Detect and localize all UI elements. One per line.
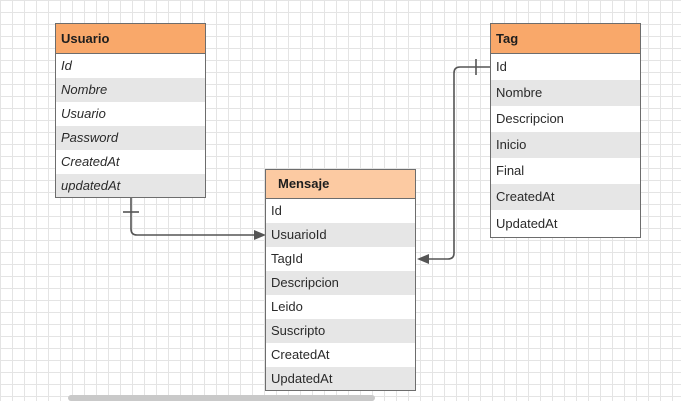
tag-field-inicio: Inicio xyxy=(491,132,640,158)
mensaje-field-suscripto: Suscripto xyxy=(266,319,415,343)
tag-field-nombre: Nombre xyxy=(491,80,640,106)
mensaje-field-leido: Leido xyxy=(271,299,303,314)
entity-mensaje[interactable]: Mensaje Id UsuarioId TagId Descripcion L… xyxy=(265,169,416,391)
usuario-field-password: Password xyxy=(56,126,205,150)
usuario-mensaje-connector xyxy=(130,198,256,236)
tag-field-id: Id xyxy=(496,59,507,74)
tag-field-descripcion: Descripcion xyxy=(496,111,564,126)
entity-usuario-title: Usuario xyxy=(56,24,205,54)
mensaje-field-updatedat: UpdatedAt xyxy=(266,367,415,390)
mensaje-field-createdat: CreatedAt xyxy=(271,347,330,362)
entity-usuario[interactable]: Usuario Id Nombre Usuario Password Creat… xyxy=(55,23,206,198)
tag-mensaje-arrowhead xyxy=(417,254,429,264)
mensaje-field-tagid: TagId xyxy=(271,251,303,266)
usuario-mensaje-arrowhead xyxy=(254,230,266,240)
entity-tag-title: Tag xyxy=(491,24,640,54)
mensaje-field-descripcion: Descripcion xyxy=(266,271,415,295)
usuario-field-id: Id xyxy=(61,58,72,73)
usuario-field-nombre: Nombre xyxy=(56,78,205,102)
usuario-field-usuario: Usuario xyxy=(61,106,106,121)
tag-field-updatedat: UpdatedAt xyxy=(496,216,558,231)
tag-field-final: Final xyxy=(496,163,525,178)
entity-mensaje-title: Mensaje xyxy=(266,170,415,199)
mensaje-field-usuarioid: UsuarioId xyxy=(266,223,415,247)
usuario-field-updatedat: updatedAt xyxy=(56,174,205,197)
usuario-field-createdat: CreatedAt xyxy=(61,154,120,169)
tag-mensaje-connector xyxy=(428,66,491,260)
tag-field-createdat: CreatedAt xyxy=(491,184,640,210)
mensaje-field-id: Id xyxy=(271,203,282,218)
horizontal-scrollbar[interactable] xyxy=(68,395,375,401)
entity-tag[interactable]: Tag Id Nombre Descripcion Inicio Final C… xyxy=(490,23,641,238)
